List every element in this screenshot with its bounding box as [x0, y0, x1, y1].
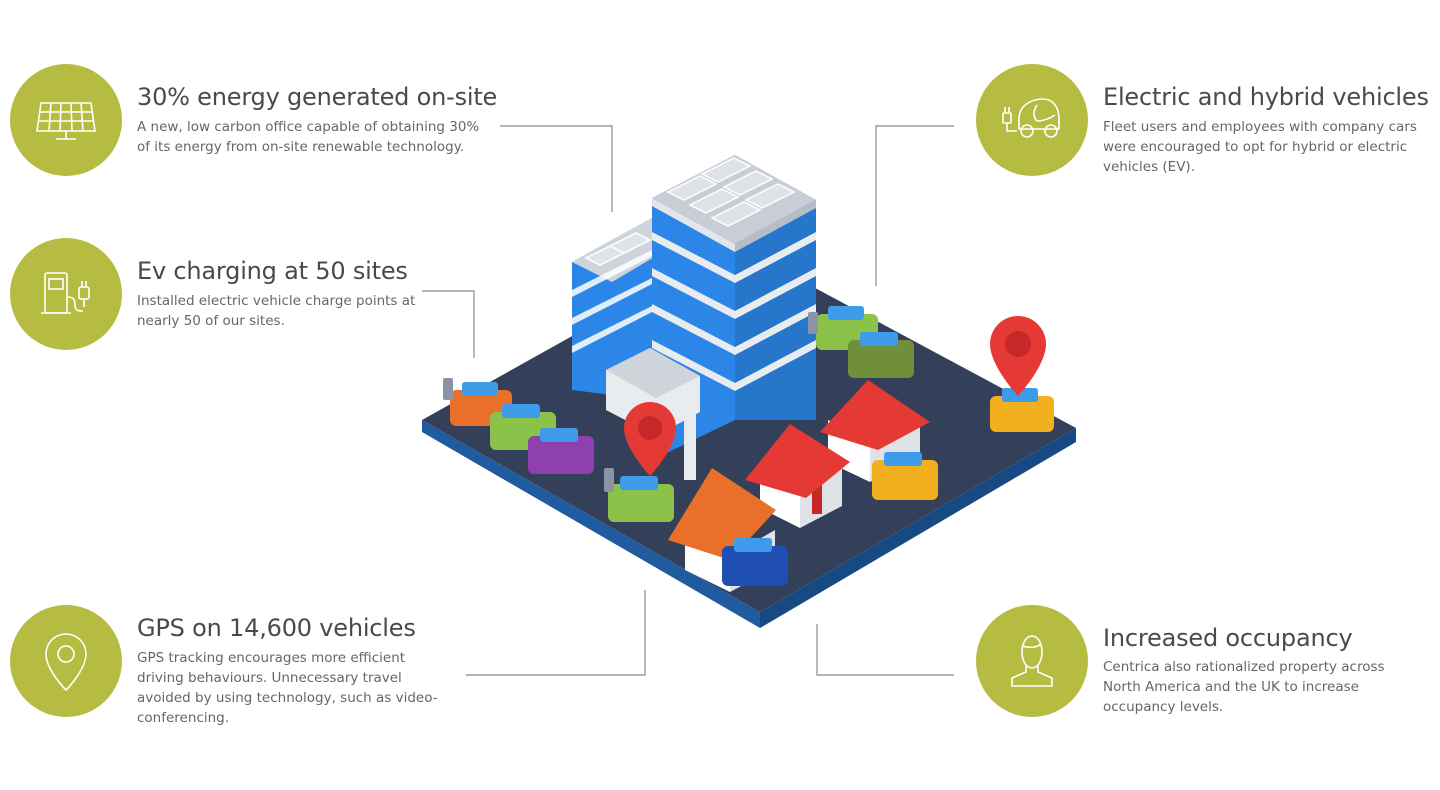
feature-icon-circle [976, 605, 1088, 717]
map-pins [624, 316, 1046, 476]
feature-icon-circle [976, 64, 1088, 176]
ev-chargers [443, 312, 818, 492]
feature-description: Centrica also rationalized property acro… [1103, 659, 1385, 715]
electric-car-icon [1002, 98, 1060, 138]
feature-title: Electric and hybrid vehicles [1103, 83, 1429, 111]
feature-icon-circle [10, 238, 122, 350]
cars [450, 306, 1054, 586]
solar-panel-icon [36, 102, 96, 140]
person-icon [1011, 635, 1053, 687]
feature-title: Ev charging at 50 sites [137, 257, 408, 285]
feature-title: GPS on 14,600 vehicles [137, 614, 416, 642]
location-pin-icon [45, 633, 87, 692]
feature-description: Installed electric vehicle charge points… [137, 293, 416, 329]
feature-title: 30% energy generated on-site [137, 83, 498, 111]
feature-description: Fleet users and employees with company c… [1103, 119, 1417, 175]
feature-icon-circle [10, 64, 122, 176]
charging-station-icon [41, 272, 90, 314]
office-building [572, 155, 816, 480]
feature-title: Increased occupancy [1103, 624, 1353, 652]
feature-description: A new, low carbon office capable of obta… [137, 119, 480, 155]
feature-description: GPS tracking encourages more efficient d… [137, 650, 438, 726]
feature-icon-circle [10, 605, 122, 717]
